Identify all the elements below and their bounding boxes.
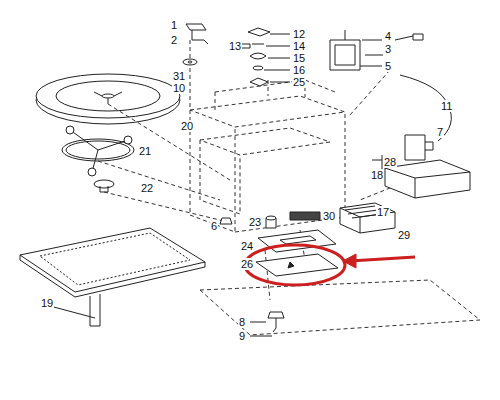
callout-number: 1 bbox=[170, 19, 178, 31]
callout-number: 23 bbox=[248, 216, 262, 228]
highlight-arrow bbox=[343, 254, 356, 268]
callout-number: 4 bbox=[384, 30, 392, 42]
callout-number: 19 bbox=[40, 297, 54, 309]
callout-number: 15 bbox=[292, 52, 306, 64]
callout-number: 12 bbox=[292, 28, 306, 40]
callout-number: 7 bbox=[436, 126, 444, 138]
callout-number: 22 bbox=[140, 182, 154, 194]
callout-number: 24 bbox=[240, 240, 254, 252]
callout-number: 25 bbox=[292, 76, 306, 88]
callout-number: 30 bbox=[322, 210, 336, 222]
callout-number: 14 bbox=[292, 40, 306, 52]
callout-number: 2 bbox=[170, 34, 178, 46]
callout-number: 29 bbox=[397, 229, 411, 241]
callout-number: 9 bbox=[238, 330, 246, 342]
callout-number: 31 bbox=[172, 70, 186, 82]
callout-number: 3 bbox=[384, 43, 392, 55]
callout-number: 16 bbox=[292, 64, 306, 76]
callout-number: 8 bbox=[238, 316, 246, 328]
callout-number: 17 bbox=[376, 206, 390, 218]
callout-number: 13 bbox=[228, 40, 242, 52]
callout-number: 28 bbox=[383, 156, 397, 168]
callout-number: 6 bbox=[210, 220, 218, 232]
callout-number: 20 bbox=[180, 120, 194, 132]
callout-number: 5 bbox=[384, 60, 392, 72]
callout-number: 10 bbox=[172, 82, 186, 94]
callout-number: 21 bbox=[138, 145, 152, 157]
callout-number: 18 bbox=[370, 169, 384, 181]
callout-number: 26 bbox=[240, 258, 254, 270]
callout-number: 11 bbox=[440, 100, 453, 112]
highlight-ring bbox=[245, 245, 345, 285]
